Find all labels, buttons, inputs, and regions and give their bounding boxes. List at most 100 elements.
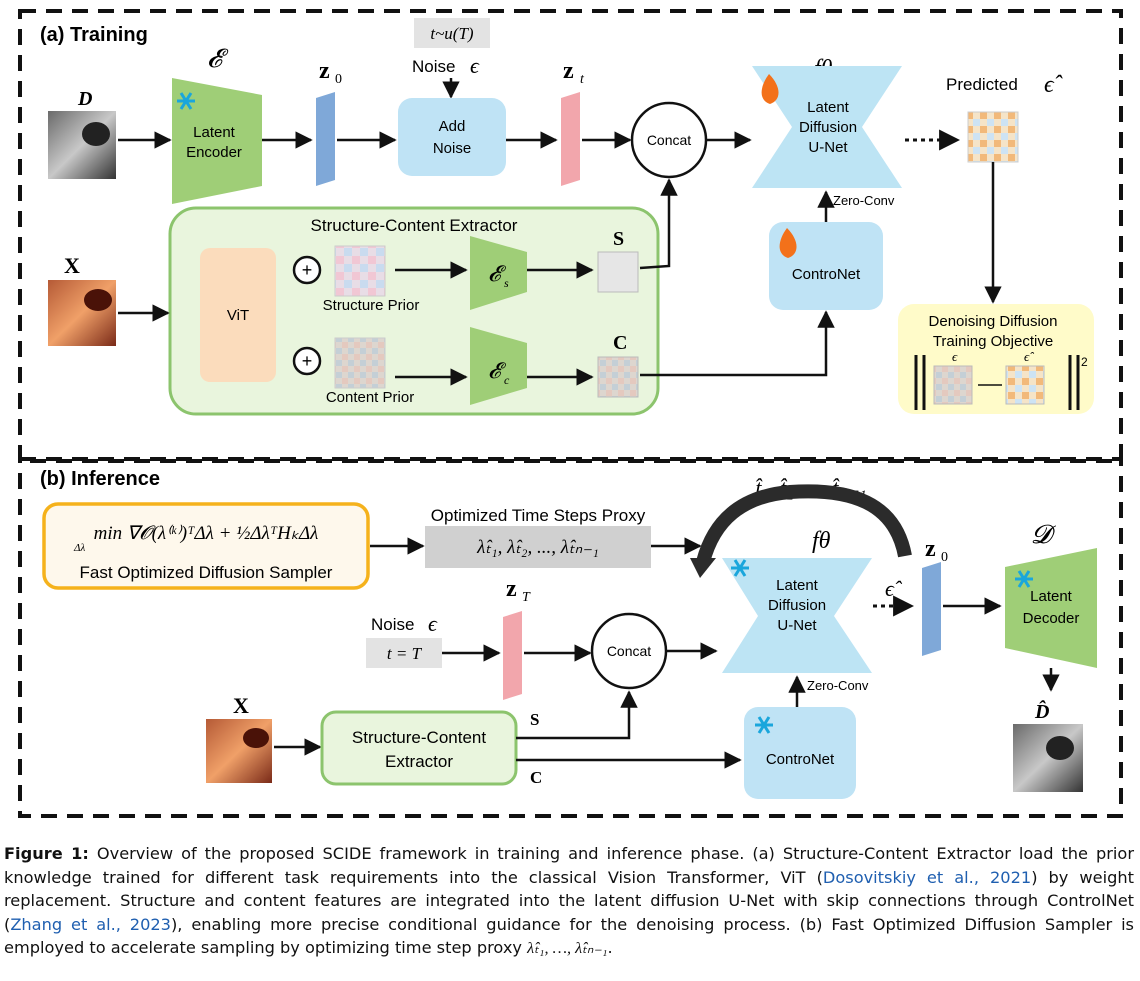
fire-icon [761,74,779,104]
latent-encoder [172,78,262,204]
unet-inf-line2: Diffusion [768,597,826,614]
zt-sub: t [580,72,585,87]
training-header: (a) Training [40,24,148,46]
snowflake-icon [731,559,749,577]
input-x-image [48,280,116,346]
vit-block [200,248,276,382]
output-lumen [1046,736,1074,760]
input-d-lumen [82,122,110,146]
z0-inference-label: z [925,536,936,562]
input-d-image [48,111,116,179]
predicted-eps-hat: ϵ̂ [1044,72,1063,98]
controlnet-inf-label: ControNet [766,751,835,768]
c-feature-label: C [613,332,627,354]
citation-dosovitskiy[interactable]: Dosovitskiy et al., 2021 [822,867,1032,887]
z0-inference-block [922,562,941,656]
plus-content [292,346,322,376]
caption-label: Figure 1: [4,844,89,863]
plus-structure [292,255,322,285]
zt-label: z [563,58,574,84]
z0-label: z [319,58,330,84]
objective-eps-hat: ϵ̂ [1024,349,1034,364]
input-x-inf-lumen [243,728,269,748]
norm-power: 2 [1081,355,1088,369]
snowflake-icon [1015,570,1033,588]
objective-eps-cube [933,365,973,405]
plus-content-label: + [302,351,313,371]
latent-decoder-line1: Latent [1030,588,1073,605]
structure-content-extractor [168,206,660,416]
snowflake-icon [755,716,773,734]
controlnet-training-label: ControNet [792,266,861,283]
c-feature-cube [597,356,639,398]
controlnet-training [769,222,883,310]
latent-decoder-line2: Decoder [1023,610,1080,627]
predicted-label: Predicted [946,75,1018,94]
fast-optimized-diffusion-sampler [42,502,370,590]
content-prior-cube [334,337,386,389]
sampler-formula: min ∇𝓞(λ⁽ᵏ⁾)ᵀΔλ + ½ΔλᵀHₖΔλ [94,523,319,544]
sampler-name: Fast Optimized Diffusion Sampler [80,563,333,582]
encoder-symbol: 𝓔 [207,44,229,73]
training-frame [18,9,1123,463]
objective-line1: Denoising Diffusion [929,313,1058,330]
objective-eps: ϵ [952,349,958,364]
encoder-s [470,236,527,310]
zero-conv-training: Zero-Conv [833,193,895,208]
arrow-c-controlnet [640,310,835,377]
snowflake-icon [177,92,195,110]
unet-inf-line1: Latent [776,577,819,594]
z0-sub: 0 [335,72,342,87]
proxy-values: λ̂ₜ₁, λ̂ₜ₂, ..., λ̂ₜₙ₋₁ [476,537,599,558]
s-feature-cube [597,251,639,293]
extractor-inf-line2: Extractor [385,752,453,771]
latent-decoder [1005,548,1097,668]
s-inf-label: S [530,710,539,729]
time-steps-proxy-box [425,526,651,568]
unet-inference [722,558,872,673]
figure-caption: Figure 1: Overview of the proposed SCIDE… [4,842,1134,961]
encoder-c-sub: c [504,373,510,387]
z0-inference-sub: 0 [941,550,948,565]
f-theta-inference: fθ [812,528,831,554]
noise-inf-epsilon: ϵ [428,611,438,636]
noise-schedule: t~u(T) [430,24,474,43]
controlnet-inference [744,707,856,799]
sampler-formula-sub: Δλ [73,542,85,554]
input-x-inf-label: X [233,693,249,718]
concat-label: Concat [647,132,691,148]
caption-symbol: λ̂ₜ₁, …, λ̂ₜₙ₋₁ [527,939,608,957]
decoder-symbol: 𝓓 [1031,520,1057,549]
t-eq-T: t = T [387,644,423,663]
encoder-s-sub: s [504,276,509,290]
c-inf-label: C [530,768,542,787]
arrow-s-concat [639,178,678,270]
predicted-noise-cube [967,111,1019,163]
concat-inf-label: Concat [607,643,651,659]
extractor-title: Structure-Content Extractor [311,216,518,235]
plus-structure-label: + [302,260,313,280]
structure-prior-label: Structure Prior [323,297,420,314]
structure-prior-cube [334,245,386,297]
inference-eps-hat: ϵ̂ [885,576,903,601]
proxy-title: Optimized Time Steps Proxy [431,506,646,525]
inference-frame [18,457,1123,818]
input-x-inf-image [206,719,272,783]
output-d-hat: D̂ [1034,699,1049,723]
noise-inf-label: Noise [371,615,414,634]
noise-schedule-box [414,18,490,48]
unet-line2: Diffusion [799,119,857,136]
content-prior-label: Content Prior [326,389,414,406]
zt-block [561,92,580,186]
noise-label: Noise [412,57,455,76]
objective-eps-hat-cube [1005,365,1045,405]
t-eq-box [366,638,442,668]
unet-inf-line3: U-Net [777,617,817,634]
latent-encoder-line2: Encoder [186,144,242,161]
caption-text-1: Overview of the proposed SCIDE framework… [4,844,1134,887]
fire-icon [779,228,797,258]
z0-block [316,92,335,186]
extractor-inference [320,710,518,786]
unet-line3: U-Net [808,139,848,156]
citation-zhang[interactable]: Zhang et al., 2023 [10,914,171,934]
